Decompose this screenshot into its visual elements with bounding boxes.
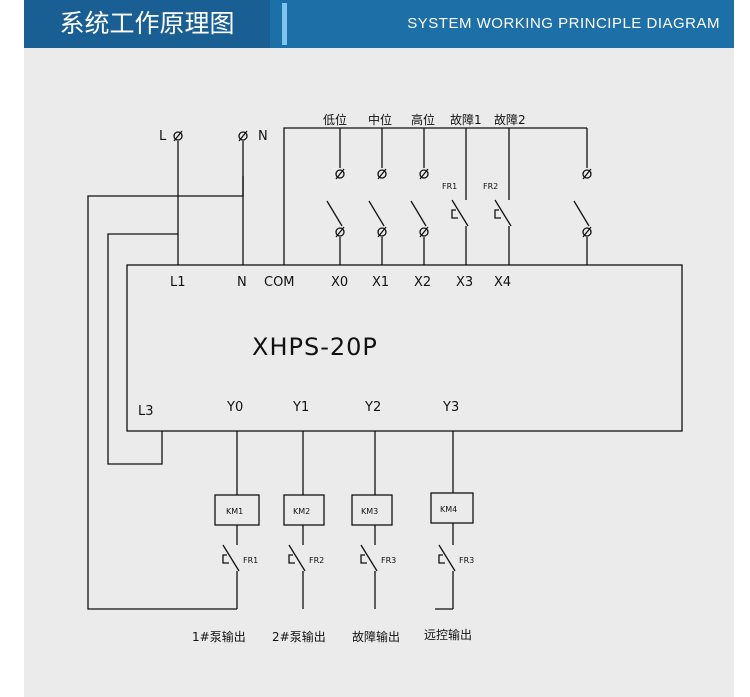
switch-remote [573,128,592,265]
terminal-symbol-n [238,131,248,141]
output-label-pump2: 2#泵输出 [272,629,326,644]
relay-contact-fr1: FR1 [442,128,469,265]
contactor-km3 [351,494,393,526]
output-column-1: KM1 FR1 [214,431,260,609]
power-label-n: N [258,129,268,144]
input-label-low: 低位 [323,112,347,127]
switch-x0 [326,128,345,265]
wiring-diagram: L N 低位 中位 高位 故障1 故障2 [87,112,683,644]
terminal-l3: L3 [138,404,154,419]
terminal-x3: X3 [456,275,473,290]
fr2-label: FR2 [483,182,498,191]
terminal-x1: X1 [372,275,389,290]
out-relay-4-label: FR3 [459,556,474,565]
outer-loop-wire [87,176,244,610]
input-label-fault1: 故障1 [450,112,482,127]
input-label-fault2: 故障2 [494,112,526,127]
l3-loop-wire [107,233,178,465]
terminal-com: COM [264,275,295,290]
terminal-y3: Y3 [442,400,459,415]
output-label-pump1: 1#泵输出 [192,629,246,644]
switch-x1 [368,128,387,265]
out-relay-2-label: FR2 [309,556,324,565]
terminal-y1: Y1 [292,400,309,415]
input-label-mid: 中位 [368,112,392,127]
input-label-high: 高位 [411,112,435,127]
terminal-l1: L1 [170,275,186,290]
output-label-remote: 远控输出 [424,627,472,642]
km4-label: KM4 [440,505,457,514]
km3-label: KM3 [361,507,378,516]
contactor-km2 [283,494,325,526]
output-column-2: KM2 FR2 [283,431,325,609]
terminal-y2: Y2 [364,400,381,415]
page-title: 系统工作原理图 [24,0,270,48]
km2-label: KM2 [293,507,310,516]
terminal-x4: X4 [494,275,511,290]
page-subtitle: SYSTEM WORKING PRINCIPLE DIAGRAM [407,15,720,32]
terminal-y0: Y0 [226,400,243,415]
switch-x2 [410,128,429,265]
terminal-x2: X2 [414,275,431,290]
terminal-n: N [237,275,247,290]
output-column-3: KM3 FR3 [351,431,396,609]
contactor-km4 [430,492,474,524]
output-label-fault: 故障输出 [352,629,400,644]
out-relay-1-label: FR1 [243,556,258,565]
terminal-symbol-l [173,131,183,141]
device-name: XHPS-20P [252,333,378,361]
output-column-4: KM4 FR3 [430,431,474,610]
power-label-l: L [159,129,167,144]
out-relay-3-label: FR3 [381,556,396,565]
terminal-x0: X0 [331,275,348,290]
fr1-label: FR1 [442,182,457,191]
diagram-panel: L N 低位 中位 高位 故障1 故障2 [24,48,734,697]
km1-label: KM1 [226,507,243,516]
header-accent-bar [282,3,287,45]
controller-box [126,264,683,432]
com-bus-wire [283,127,587,265]
header-banner: 系统工作原理图 SYSTEM WORKING PRINCIPLE DIAGRAM [24,0,734,48]
relay-contact-fr2: FR2 [483,128,512,265]
